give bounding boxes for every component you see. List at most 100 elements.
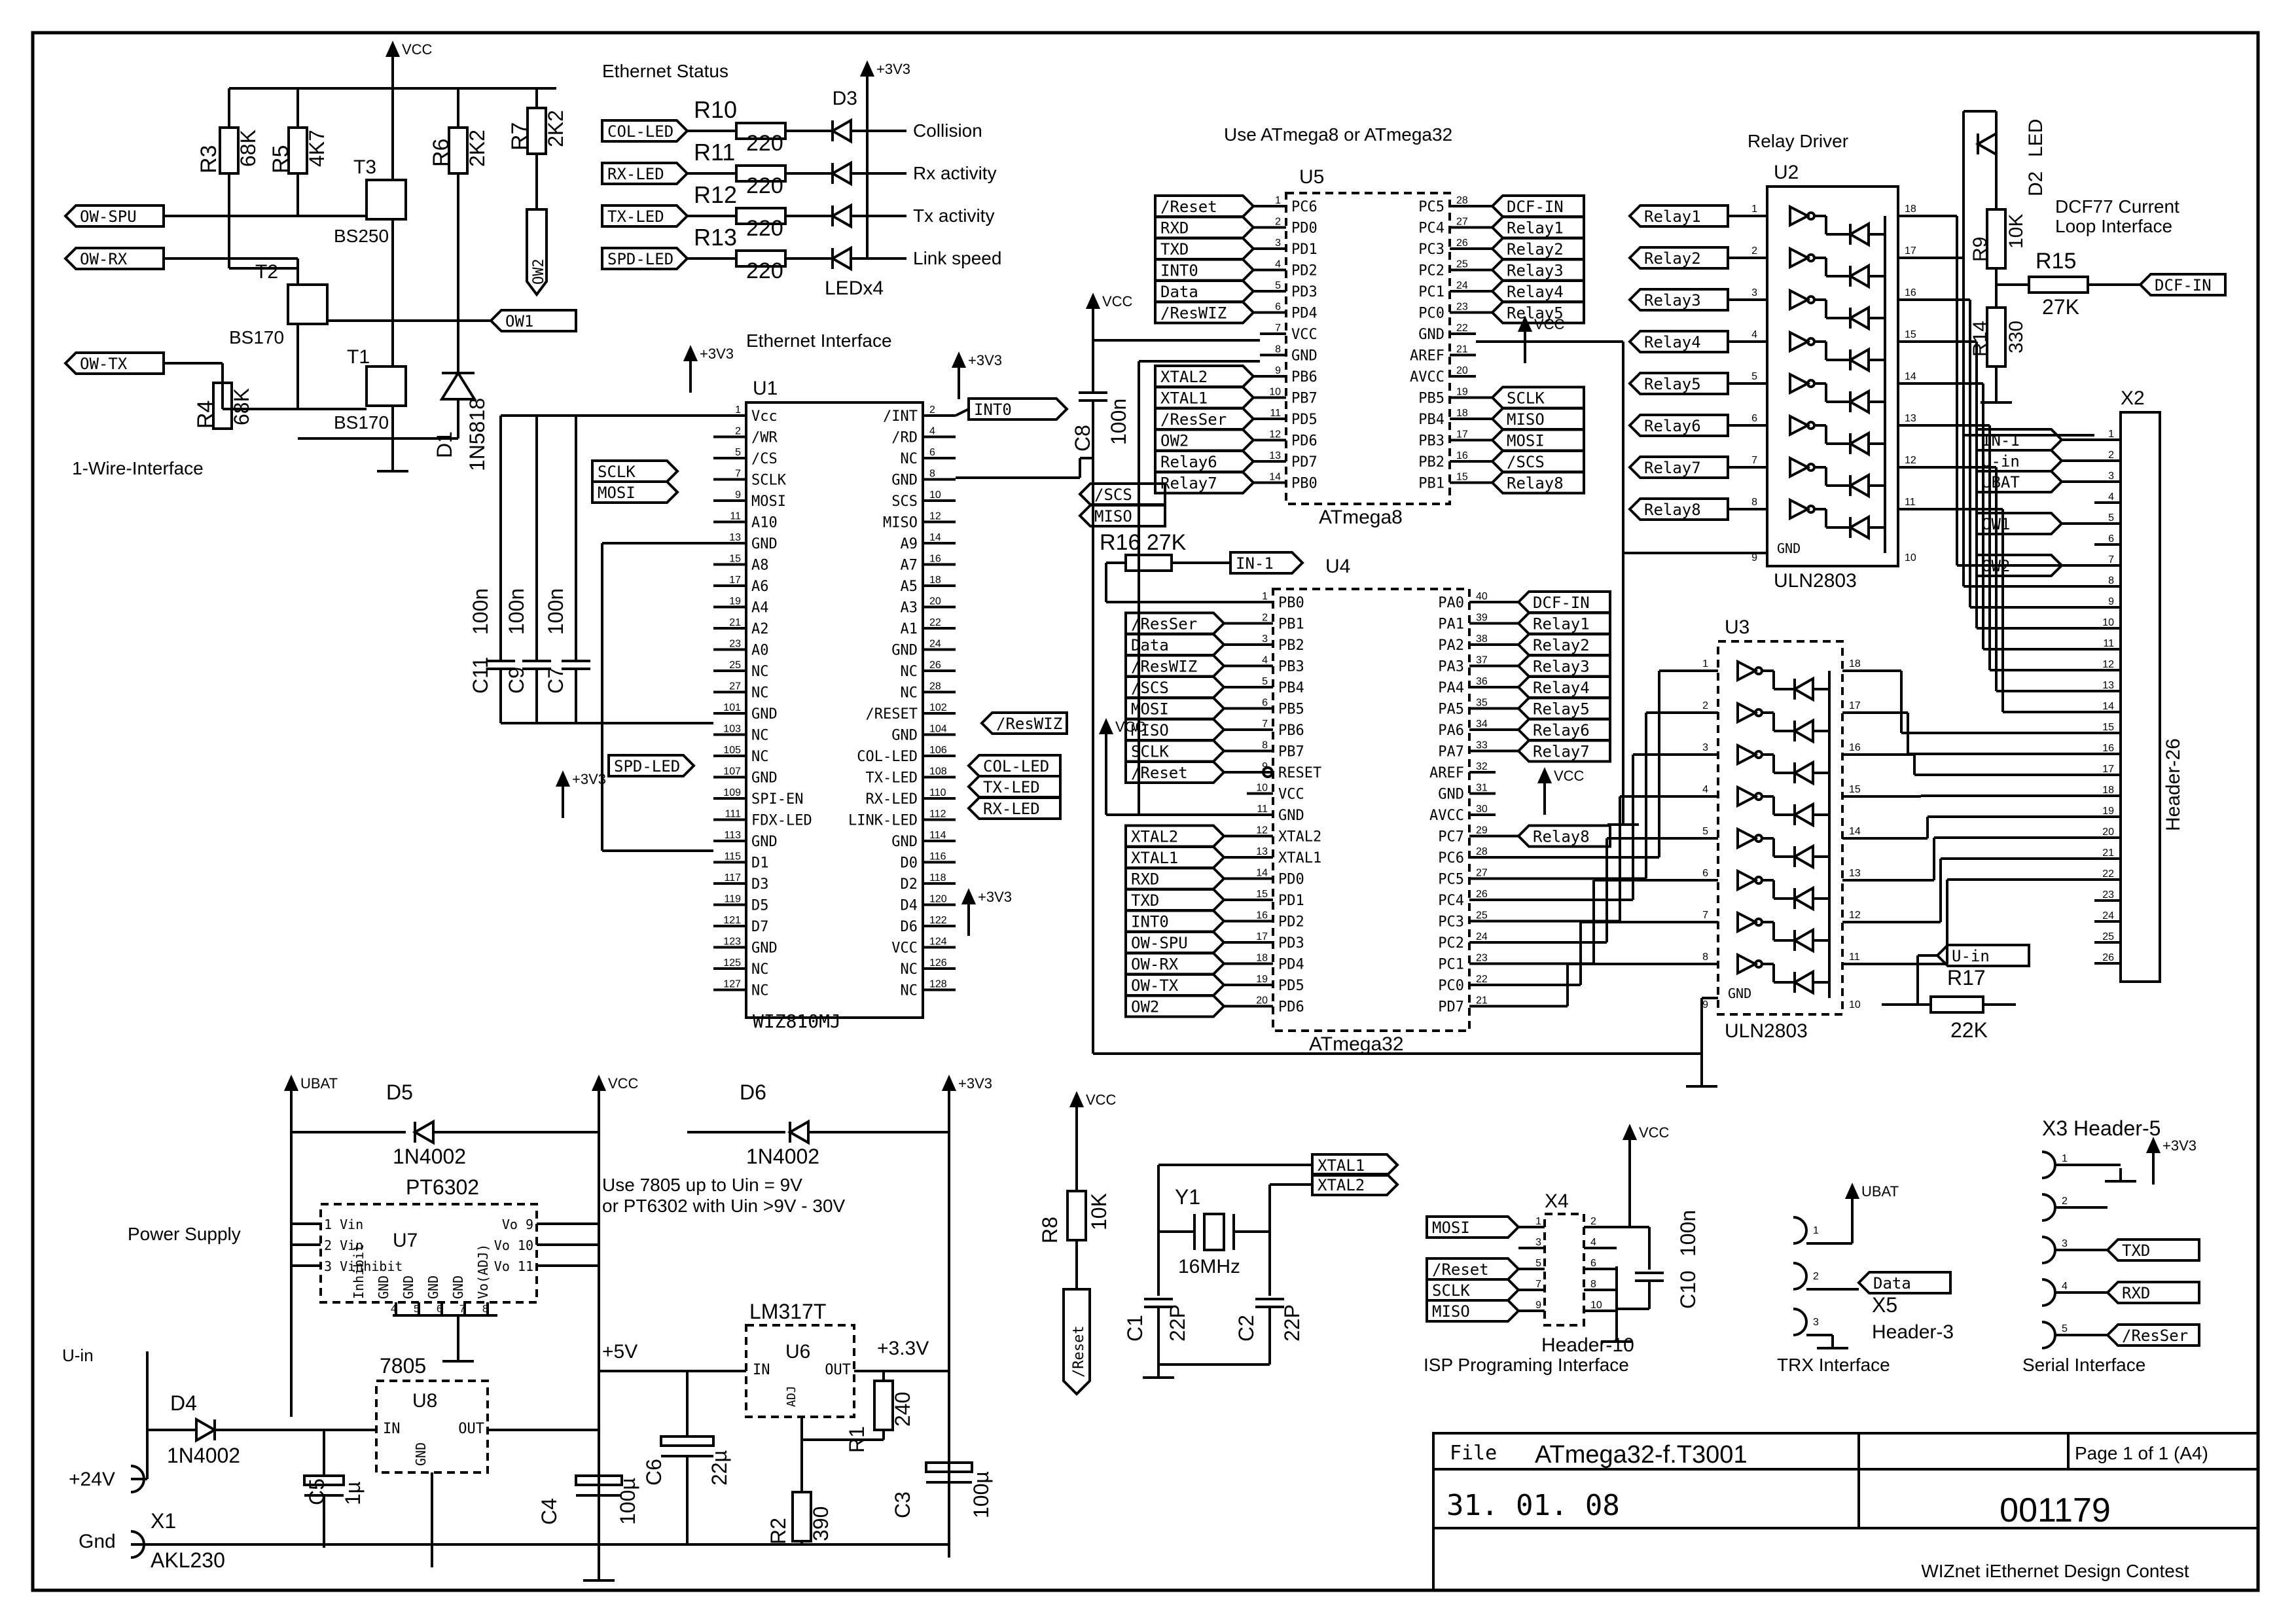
c8-vcc-label: VCC xyxy=(1102,293,1133,310)
m8-pin-num: 26 xyxy=(1456,238,1468,249)
m8-lnet-2 xyxy=(1154,237,1255,260)
m8-pin-num: 13 xyxy=(1269,450,1281,461)
u3-pin-num: 8 xyxy=(1702,952,1708,963)
u2-bubble xyxy=(1806,505,1816,514)
y1-val: 16MHz xyxy=(1178,1256,1240,1277)
x2-net-3-text: OW1 xyxy=(1982,515,2010,533)
wiz-pin-name: VCC xyxy=(891,940,918,957)
m32-rnet-6 xyxy=(1516,718,1611,741)
m32-pin-num: 7 xyxy=(1262,719,1268,730)
m32-rnet-7-text: Relay7 xyxy=(1533,743,1590,761)
t2-label: T2 xyxy=(255,261,278,283)
m8-lnet-9-text: XTAL1 xyxy=(1160,389,1208,408)
d2-led-label: LED xyxy=(2025,119,2047,157)
x2-net-2-text: UBAT xyxy=(1982,473,2020,491)
m8-lnet-5-text: /ResWIZ xyxy=(1160,304,1227,323)
note-7805: Use 7805 up to Uin = 9V xyxy=(602,1175,802,1195)
u7-bpin: 5 xyxy=(414,1304,420,1315)
d1-part: 1N5818 xyxy=(465,398,489,471)
wiz-pin-num: 123 xyxy=(723,936,741,948)
net-int0-text: INT0 xyxy=(974,401,1012,419)
r14-label: R14 xyxy=(1969,321,1991,357)
status-led-3 xyxy=(829,245,852,272)
net-colled xyxy=(967,754,1062,777)
x2-pin-num: 3 xyxy=(2108,471,2114,482)
u7-bottom-pin: GND xyxy=(376,1275,391,1299)
wiz-pin-num: 8 xyxy=(929,469,935,480)
m32-rnet-3 xyxy=(1516,654,1611,678)
r6-label: R6 xyxy=(429,139,454,167)
m32-lnet-19-text: OW2 xyxy=(1131,998,1159,1016)
status-res-val-2: 220 xyxy=(746,216,783,241)
m32-lnet-1 xyxy=(1124,611,1226,635)
u3-out-num: 15 xyxy=(1849,784,1861,795)
u7-right-pin: Vo 11 xyxy=(494,1258,533,1274)
u2-in-net-1-text: Relay2 xyxy=(1644,249,1701,268)
m32-lnet-14-text: TXD xyxy=(1131,891,1159,910)
u3-clamp xyxy=(1791,885,1814,912)
wiz-pin-num: 16 xyxy=(929,554,941,565)
m32-pin-name: PB7 xyxy=(1278,744,1304,760)
m8-pin-num: 27 xyxy=(1456,217,1468,228)
m32-pin-name: XTAL1 xyxy=(1278,850,1321,866)
m8-pin-name: PD2 xyxy=(1291,263,1318,279)
m8-lnet-3 xyxy=(1154,258,1255,282)
isp-title: ISP Programing Interface xyxy=(1424,1355,1629,1375)
u3-out-num: 14 xyxy=(1849,826,1861,837)
isp-pin-l: 7 xyxy=(1535,1279,1541,1290)
m8-pin-name: PB1 xyxy=(1418,476,1444,492)
wiz-pin-name: A2 xyxy=(751,621,769,637)
m32-rnet-4-text: Relay4 xyxy=(1533,679,1590,697)
wiz-3v3-b-label: +3V3 xyxy=(968,352,1002,368)
wiz-pin-num: 1 xyxy=(735,404,741,416)
d4-diode xyxy=(195,1417,218,1443)
u2-bubble xyxy=(1806,211,1816,221)
isp-net-3-text: SCLK xyxy=(1432,1281,1470,1300)
wiz-pin-name: NC xyxy=(751,728,769,744)
wiz-pin-num: 102 xyxy=(929,702,947,713)
wiz-pin-num: 109 xyxy=(723,787,741,798)
t3-mosfet xyxy=(365,179,407,221)
m8-lnet-13-text: Relay7 xyxy=(1160,474,1217,493)
u3-out-num: 16 xyxy=(1849,742,1861,753)
wiz-pin-num: 7 xyxy=(735,469,741,480)
m8-lnet-4-text: Data xyxy=(1160,283,1198,301)
u2-buffer xyxy=(1789,246,1811,270)
m8-pin-name: AVCC xyxy=(1410,369,1444,385)
trx-ubat xyxy=(1844,1183,1860,1199)
m32-pin-name: PC6 xyxy=(1438,850,1464,866)
status-res-name-2: R12 xyxy=(694,181,737,208)
status-res-val-0: 220 xyxy=(746,131,783,156)
u3-buffer xyxy=(1736,785,1759,808)
m32-pin-name: PD0 xyxy=(1278,872,1304,888)
wire xyxy=(955,408,969,417)
u7-left-pin: 2 Vin xyxy=(324,1238,363,1253)
m32-pin-num: 17 xyxy=(1256,931,1268,942)
m32-rnet-7 xyxy=(1516,739,1611,763)
u2-out-num: 13 xyxy=(1905,413,1916,424)
wiz-pin-num: 126 xyxy=(929,957,947,969)
net-miso xyxy=(1078,504,1166,527)
wiz-pin-name: D0 xyxy=(901,855,918,872)
u2-buffer xyxy=(1789,288,1811,312)
wiz-pin-num: 117 xyxy=(724,872,741,883)
m32-lnet-7-text: SCLK xyxy=(1131,743,1169,761)
status-net-3-text: SPD-LED xyxy=(607,250,673,268)
c6-cap xyxy=(660,1435,715,1447)
m32-pin-name: PA1 xyxy=(1438,616,1464,633)
m32-lnet-7 xyxy=(1124,739,1226,763)
x2-pin-num: 14 xyxy=(2102,701,2114,712)
net-mosi-wiz xyxy=(591,480,679,504)
m8-pin-num: 1 xyxy=(1275,195,1281,206)
u3-clamp xyxy=(1791,676,1814,702)
wiz-pin-num: 105 xyxy=(723,745,741,756)
isp-vcc-label: VCC xyxy=(1639,1124,1670,1141)
c4-label: C4 xyxy=(537,1498,561,1525)
m32-lnet-15 xyxy=(1124,909,1226,933)
wiz-pin-name: /WR xyxy=(751,430,778,446)
dcf77-title-2: Loop Interface xyxy=(2055,216,2172,236)
ledx4-label: LEDx4 xyxy=(825,277,884,299)
u3-buffer xyxy=(1736,868,1759,892)
m32-lnet-18 xyxy=(1124,973,1226,997)
u8-7805-box xyxy=(375,1380,489,1474)
